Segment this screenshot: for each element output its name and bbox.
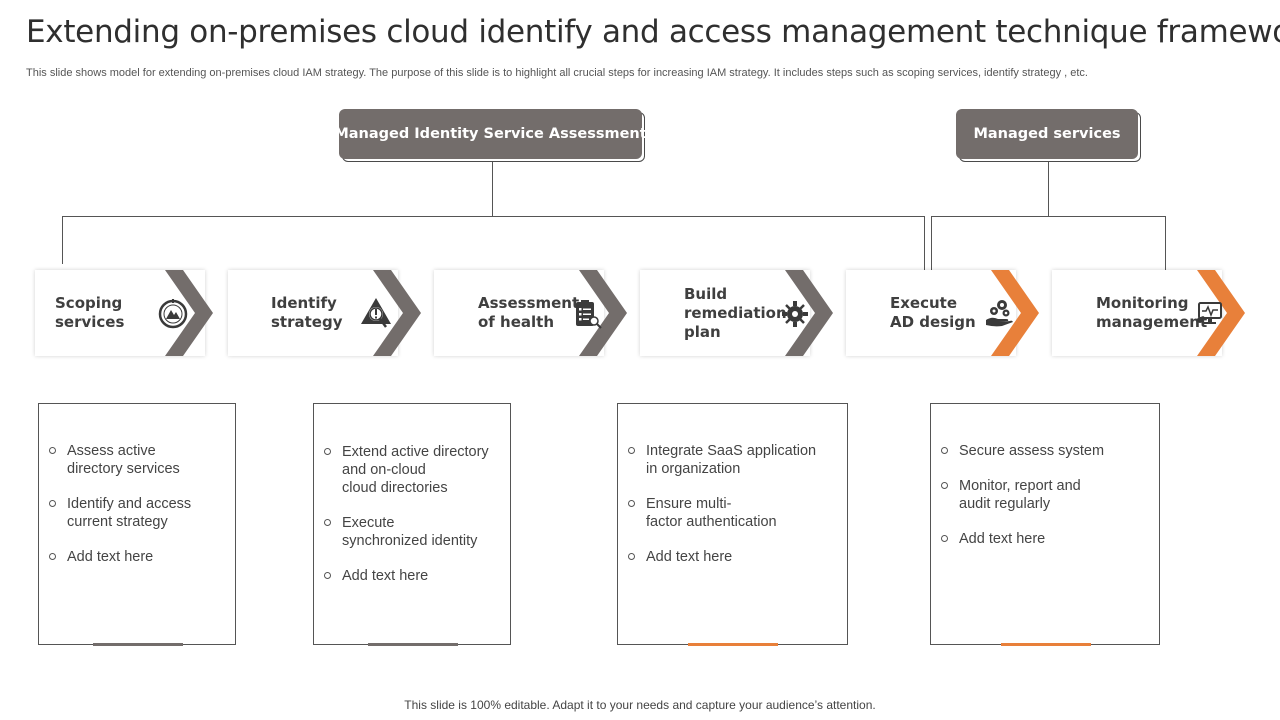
page-title: Extending on-premises cloud identify and… (26, 14, 1280, 50)
step-label: Build remediation plan (684, 284, 787, 341)
accent-bar (1001, 643, 1091, 646)
left-group-header: Managed Identity Service Assessment (334, 109, 647, 159)
step-assessment-of-health: Assessment of health (434, 270, 634, 356)
list-item: Add text here (324, 567, 502, 585)
bullet-circle-icon (324, 519, 331, 526)
list-item: Add text here (941, 530, 1151, 548)
connector-left-vertical (492, 162, 493, 216)
bullet-circle-icon (941, 482, 948, 489)
bullet-circle-icon (324, 572, 331, 579)
step-identify-strategy: Identify strategy (228, 270, 428, 356)
list-item: Ensure multi- factor authentication (628, 495, 839, 531)
list-item: Secure assess system (941, 442, 1151, 460)
step-label: Execute AD design (890, 294, 976, 331)
connector-left-drop-start (62, 216, 63, 264)
clipboard-check-icon (576, 300, 602, 329)
connector-right-vertical (1048, 162, 1049, 216)
step-build-remediation-plan: Build remediation plan (640, 270, 840, 356)
list-item: Assess active directory services (49, 442, 227, 478)
step-card (846, 270, 1016, 356)
connector-left-drop-end (924, 216, 925, 270)
step-label: Assessment of health (478, 294, 580, 331)
accent-bar (688, 643, 778, 646)
detail-box-2: Extend active directory and on-cloud clo… (313, 403, 511, 646)
step-card (434, 270, 604, 356)
list-item: Identify and access current strategy (49, 495, 227, 531)
step-label: Identify strategy (271, 294, 343, 331)
detail-list: Assess active directory services Identif… (49, 442, 227, 583)
detail-list: Secure assess system Monitor, report and… (941, 442, 1151, 565)
accent-bar (368, 643, 458, 646)
chevron-right-icon (991, 270, 1039, 356)
chevron-right-icon (1197, 270, 1245, 356)
compass-mountain-icon (158, 299, 188, 329)
bullet-circle-icon (941, 447, 948, 454)
step-scoping-services: Scoping services (35, 270, 235, 356)
page-subtitle: This slide shows model for extending on-… (26, 67, 1088, 79)
bullet-circle-icon (324, 448, 331, 455)
connector-right-drop-end (1165, 216, 1166, 270)
gear-bug-icon (782, 301, 808, 327)
chevron-right-icon (165, 270, 213, 356)
hand-gears-icon (986, 300, 1013, 327)
list-item: Add text here (628, 548, 839, 566)
list-item: Extend active directory and on-cloud clo… (324, 443, 502, 497)
list-item: Execute synchronized identity (324, 514, 502, 550)
bullet-circle-icon (49, 500, 56, 507)
accent-bar (93, 643, 183, 646)
bullet-circle-icon (49, 553, 56, 560)
footer-note: This slide is 100% editable. Adapt it to… (404, 698, 876, 712)
step-execute-ad-design: Execute AD design (846, 270, 1046, 356)
bullet-circle-icon (49, 447, 56, 454)
chevron-right-icon (373, 270, 421, 356)
bullet-circle-icon (628, 500, 635, 507)
bullet-circle-icon (628, 553, 635, 560)
connector-right-drop-start (931, 216, 932, 270)
step-card (1052, 270, 1222, 356)
detail-box-4: Secure assess system Monitor, report and… (930, 403, 1160, 646)
monitor-pulse-icon (1197, 302, 1222, 324)
detail-list: Integrate SaaS application in organizati… (628, 442, 839, 583)
list-item: Add text here (49, 548, 227, 566)
connector-left-horizontal (62, 216, 925, 217)
list-item: Monitor, report and audit regularly (941, 477, 1151, 513)
connector-right-horizontal (931, 216, 1166, 217)
step-monitoring-management: Monitoring management (1052, 270, 1252, 356)
bullet-circle-icon (628, 447, 635, 454)
warning-search-icon (361, 298, 391, 328)
chevron-right-icon (579, 270, 627, 356)
detail-box-3: Integrate SaaS application in organizati… (617, 403, 848, 646)
bullet-circle-icon (941, 535, 948, 542)
detail-box-1: Assess active directory services Identif… (38, 403, 236, 646)
step-label: Scoping services (55, 294, 125, 331)
list-item: Integrate SaaS application in organizati… (628, 442, 839, 478)
step-card (640, 270, 810, 356)
detail-list: Extend active directory and on-cloud clo… (324, 443, 502, 602)
chevron-right-icon (785, 270, 833, 356)
step-label: Monitoring management (1096, 294, 1208, 331)
right-group-header: Managed services (956, 109, 1138, 159)
